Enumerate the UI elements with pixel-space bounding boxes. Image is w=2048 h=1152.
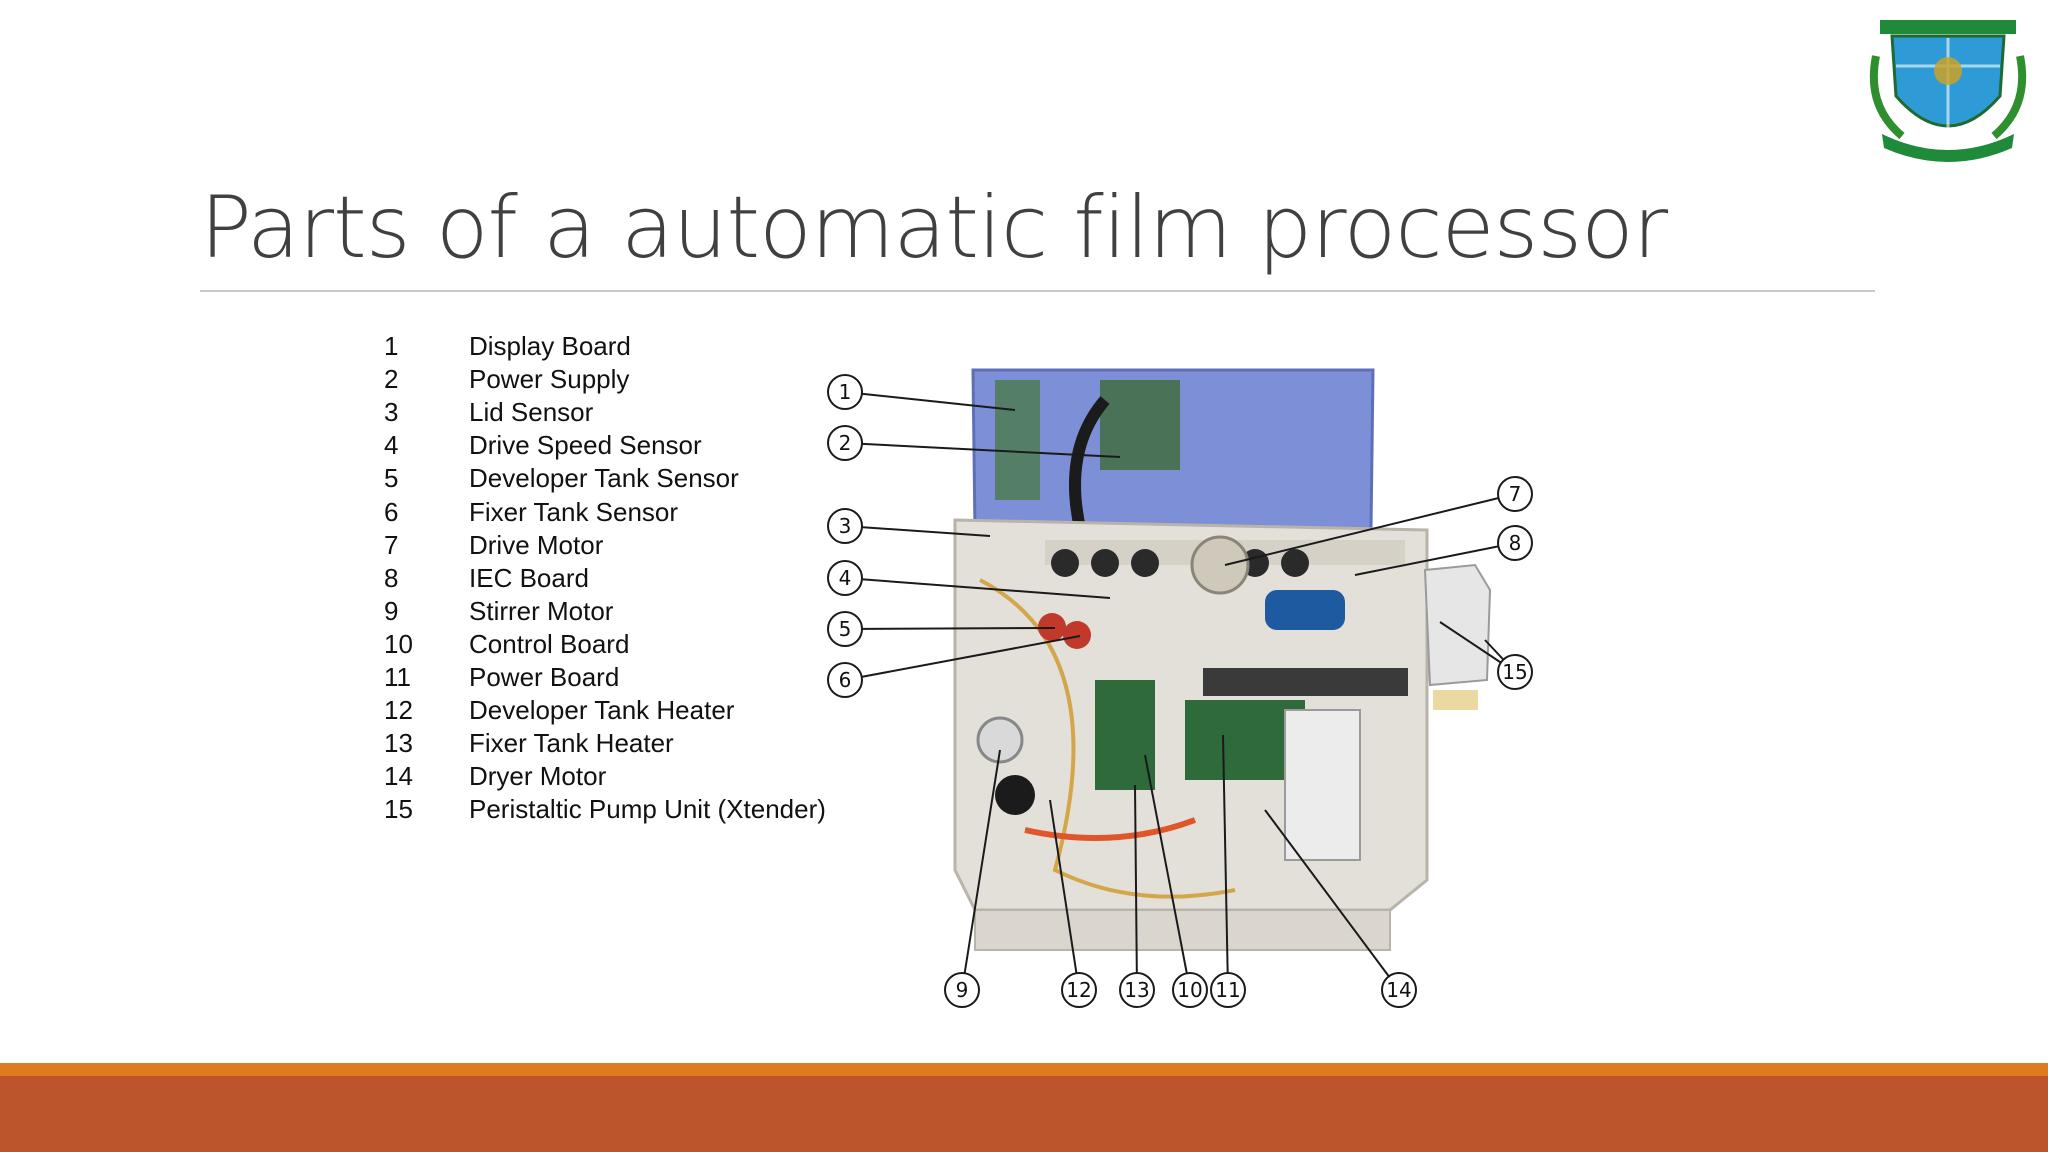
page-title: Parts of a automatic film processor xyxy=(200,168,1667,288)
legend-label: Lid Sensor xyxy=(469,397,593,428)
callout-5: 5 xyxy=(828,612,862,646)
legend-number: 5 xyxy=(384,463,469,494)
callout-number: 7 xyxy=(1509,482,1522,506)
university-crest-icon xyxy=(1862,16,2034,168)
callout-number: 9 xyxy=(956,978,969,1002)
legend-label: Developer Tank Sensor xyxy=(469,463,739,494)
callout-number: 14 xyxy=(1386,978,1411,1002)
callout-number: 2 xyxy=(839,431,852,455)
legend-label: Peristaltic Pump Unit (Xtender) xyxy=(469,794,826,825)
callout-12: 12 xyxy=(1062,973,1096,1007)
legend-number: 8 xyxy=(384,563,469,594)
callout-number: 10 xyxy=(1177,978,1202,1002)
callout-number: 12 xyxy=(1066,978,1091,1002)
legend-number: 14 xyxy=(384,761,469,792)
callout-number: 13 xyxy=(1124,978,1149,1002)
callout-3: 3 xyxy=(828,509,862,543)
legend-number: 13 xyxy=(384,728,469,759)
processor-diagram: 1 2 3 4 5 6 7 8 15 9 12 13 10 11 14 xyxy=(815,350,1565,1030)
callout-1: 1 xyxy=(828,375,862,409)
callout-9: 9 xyxy=(945,973,979,1007)
callout-number: 4 xyxy=(839,566,852,590)
legend-number: 9 xyxy=(384,596,469,627)
footer-accent-band xyxy=(0,1063,2048,1076)
legend-number: 2 xyxy=(384,364,469,395)
legend-number: 4 xyxy=(384,430,469,461)
callout-number: 8 xyxy=(1509,531,1522,555)
title-divider xyxy=(200,290,1875,292)
callout-number: 3 xyxy=(839,514,852,538)
legend-label: Fixer Tank Sensor xyxy=(469,497,678,528)
legend-label: IEC Board xyxy=(469,563,589,594)
callout-13: 13 xyxy=(1120,973,1154,1007)
legend-label: Control Board xyxy=(469,629,629,660)
legend-label: Drive Speed Sensor xyxy=(469,430,702,461)
legend-label: Fixer Tank Heater xyxy=(469,728,674,759)
footer-band xyxy=(0,1076,2048,1152)
legend-number: 7 xyxy=(384,530,469,561)
callout-number: 5 xyxy=(839,617,852,641)
callout-7: 7 xyxy=(1498,477,1532,511)
callout-number: 1 xyxy=(839,380,852,404)
legend-number: 11 xyxy=(384,662,469,693)
callout-4: 4 xyxy=(828,561,862,595)
callout-number: 15 xyxy=(1502,660,1527,684)
legend-label: Dryer Motor xyxy=(469,761,606,792)
legend-label: Developer Tank Heater xyxy=(469,695,734,726)
legend-number: 10 xyxy=(384,629,469,660)
callout-8: 8 xyxy=(1498,526,1532,560)
legend-label: Power Board xyxy=(469,662,619,693)
callout-2: 2 xyxy=(828,426,862,460)
processor-cabinet xyxy=(955,520,1427,950)
callout-10: 10 xyxy=(1173,973,1207,1007)
legend-number: 3 xyxy=(384,397,469,428)
callout-6: 6 xyxy=(828,663,862,697)
pump-unit xyxy=(1425,565,1490,710)
legend-label: Drive Motor xyxy=(469,530,603,561)
legend-number: 6 xyxy=(384,497,469,528)
callout-number: 6 xyxy=(839,668,852,692)
legend-label: Display Board xyxy=(469,331,631,362)
callout-11: 11 xyxy=(1211,973,1245,1007)
callout-14: 14 xyxy=(1382,973,1416,1007)
legend-number: 15 xyxy=(384,794,469,825)
callout-number: 11 xyxy=(1215,978,1240,1002)
legend-number: 12 xyxy=(384,695,469,726)
legend-label: Power Supply xyxy=(469,364,629,395)
callout-15: 15 xyxy=(1498,655,1532,689)
legend-label: Stirrer Motor xyxy=(469,596,613,627)
legend-number: 1 xyxy=(384,331,469,362)
